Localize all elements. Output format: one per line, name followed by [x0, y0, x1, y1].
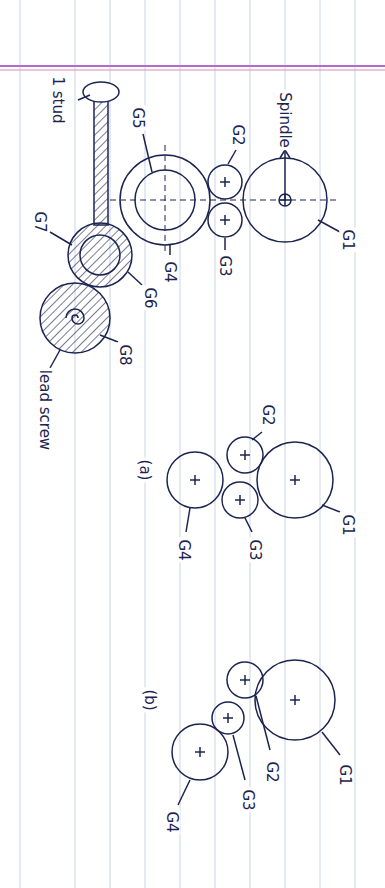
callout-number: G1	[337, 762, 354, 787]
callout-number: G7	[32, 209, 49, 234]
callout-number: G3	[240, 787, 257, 812]
callout-number: G3	[247, 537, 264, 562]
callout-number: G2	[260, 402, 277, 427]
figure-label: (b)	[142, 687, 159, 712]
part-label: Spindle	[277, 90, 294, 150]
callout-number: G1	[340, 227, 357, 252]
callout-number: G8	[117, 342, 134, 367]
callout-number: G2	[230, 122, 247, 147]
part-label: 1 stud	[50, 74, 67, 125]
callout-number: G5	[130, 105, 147, 130]
callout-number: G2	[264, 759, 281, 784]
callout-number: G6	[142, 285, 159, 310]
callout-number: G4	[176, 537, 193, 562]
callout-number: G3	[217, 253, 234, 278]
part-label: lead screw	[37, 368, 54, 452]
figure-label: (a)	[137, 458, 154, 483]
callout-number: G1	[340, 512, 357, 537]
callout-number: G4	[164, 809, 181, 834]
callout-number: G4	[162, 259, 179, 284]
